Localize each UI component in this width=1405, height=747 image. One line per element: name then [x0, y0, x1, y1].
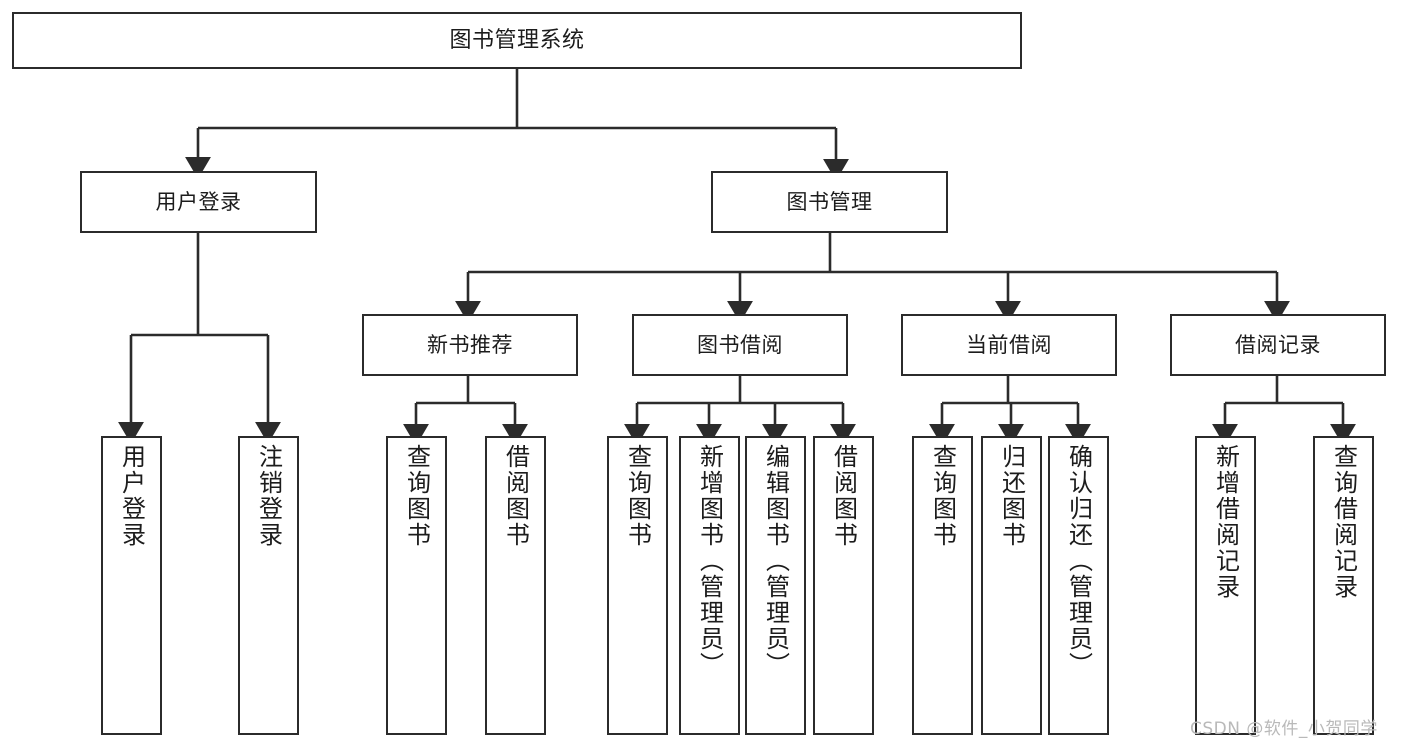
leaf-borrow-record-query[interactable]: 查询借阅记录 — [1313, 436, 1374, 735]
node-label: 图书管理 — [786, 189, 873, 214]
leaf-book-borrow-borrow[interactable]: 借阅图书 — [813, 436, 874, 735]
node-book-borrow[interactable]: 图书借阅 — [632, 314, 848, 376]
leaf-user-login-signout[interactable]: 注销登录 — [238, 436, 299, 735]
leaf-current-borrow-query[interactable]: 查询图书 — [912, 436, 973, 735]
node-borrow-record[interactable]: 借阅记录 — [1170, 314, 1386, 376]
leaf-current-borrow-return[interactable]: 归还图书 — [981, 436, 1042, 735]
node-book-management[interactable]: 图书管理 — [711, 171, 948, 233]
node-root-system[interactable]: 图书管理系统 — [12, 12, 1022, 69]
node-label: 借阅记录 — [1235, 332, 1321, 357]
leaf-borrow-record-add[interactable]: 新增借阅记录 — [1195, 436, 1256, 735]
node-label: 注销登录 — [254, 444, 283, 548]
node-label: 查询借阅记录 — [1329, 444, 1358, 600]
node-label: 图书管理系统 — [449, 27, 585, 53]
csdn-watermark: CSDN @软件_小贺同学 — [1190, 719, 1378, 739]
leaf-current-borrow-confirm[interactable]: 确认归还（管理员） — [1048, 436, 1109, 735]
node-label: 查询图书 — [402, 444, 431, 548]
node-current-borrow[interactable]: 当前借阅 — [901, 314, 1117, 376]
node-label: 借阅图书 — [829, 444, 858, 548]
node-label: 当前借阅 — [966, 332, 1052, 357]
leaf-book-borrow-edit[interactable]: 编辑图书（管理员） — [745, 436, 806, 735]
node-label: 编辑图书（管理员） — [761, 444, 790, 678]
node-label: 查询图书 — [928, 444, 957, 548]
node-label: 新增图书（管理员） — [695, 444, 724, 678]
node-label: 查询图书 — [623, 444, 652, 548]
node-label: 归还图书 — [997, 444, 1026, 548]
node-label: 确认归还（管理员） — [1064, 444, 1093, 678]
node-label: 借阅图书 — [501, 444, 530, 548]
node-label: 用户登录 — [155, 189, 242, 214]
leaf-new-book-borrow[interactable]: 借阅图书 — [485, 436, 546, 735]
node-label: 新增借阅记录 — [1211, 444, 1240, 600]
node-label: 用户登录 — [117, 444, 146, 548]
node-user-login[interactable]: 用户登录 — [80, 171, 317, 233]
node-label: 图书借阅 — [697, 332, 783, 357]
node-label: 新书推荐 — [427, 332, 513, 357]
node-new-book-recommend[interactable]: 新书推荐 — [362, 314, 578, 376]
leaf-book-borrow-query[interactable]: 查询图书 — [607, 436, 668, 735]
leaf-user-login-signin[interactable]: 用户登录 — [101, 436, 162, 735]
leaf-new-book-query[interactable]: 查询图书 — [386, 436, 447, 735]
leaf-book-borrow-add[interactable]: 新增图书（管理员） — [679, 436, 740, 735]
